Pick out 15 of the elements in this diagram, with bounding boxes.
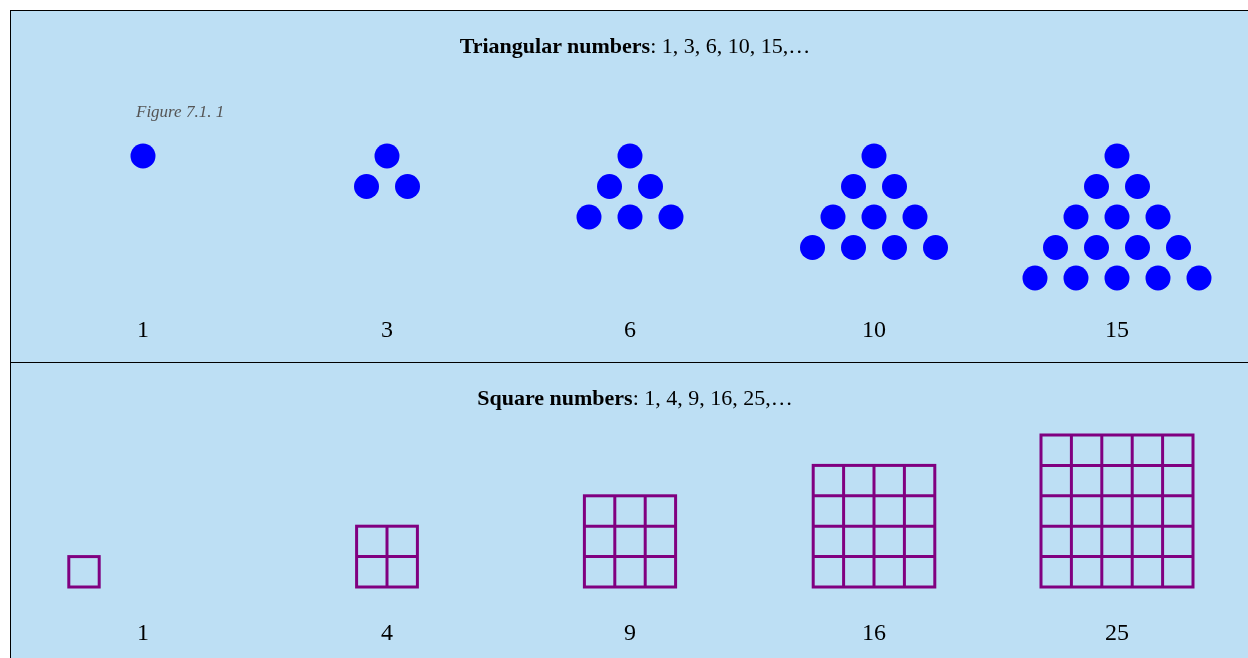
figure-caption: Figure 7.1. 1 — [136, 103, 225, 120]
number-label: 1 — [136, 317, 150, 341]
number-label: 4 — [380, 620, 394, 644]
panel-background — [10, 362, 1248, 658]
number-label: 10 — [861, 317, 887, 341]
number-label: 1 — [136, 620, 150, 644]
number-label: 16 — [861, 620, 887, 644]
panel-background — [10, 10, 1248, 363]
number-label: 3 — [380, 317, 394, 341]
number-label: 9 — [623, 620, 637, 644]
number-label: 15 — [1104, 317, 1130, 341]
number-label: 25 — [1104, 620, 1130, 644]
number-label: 6 — [623, 317, 637, 341]
section-heading: Square numbers: 1, 4, 9, 16, 25,… — [477, 385, 793, 410]
section-heading: Triangular numbers: 1, 3, 6, 10, 15,… — [459, 33, 811, 58]
